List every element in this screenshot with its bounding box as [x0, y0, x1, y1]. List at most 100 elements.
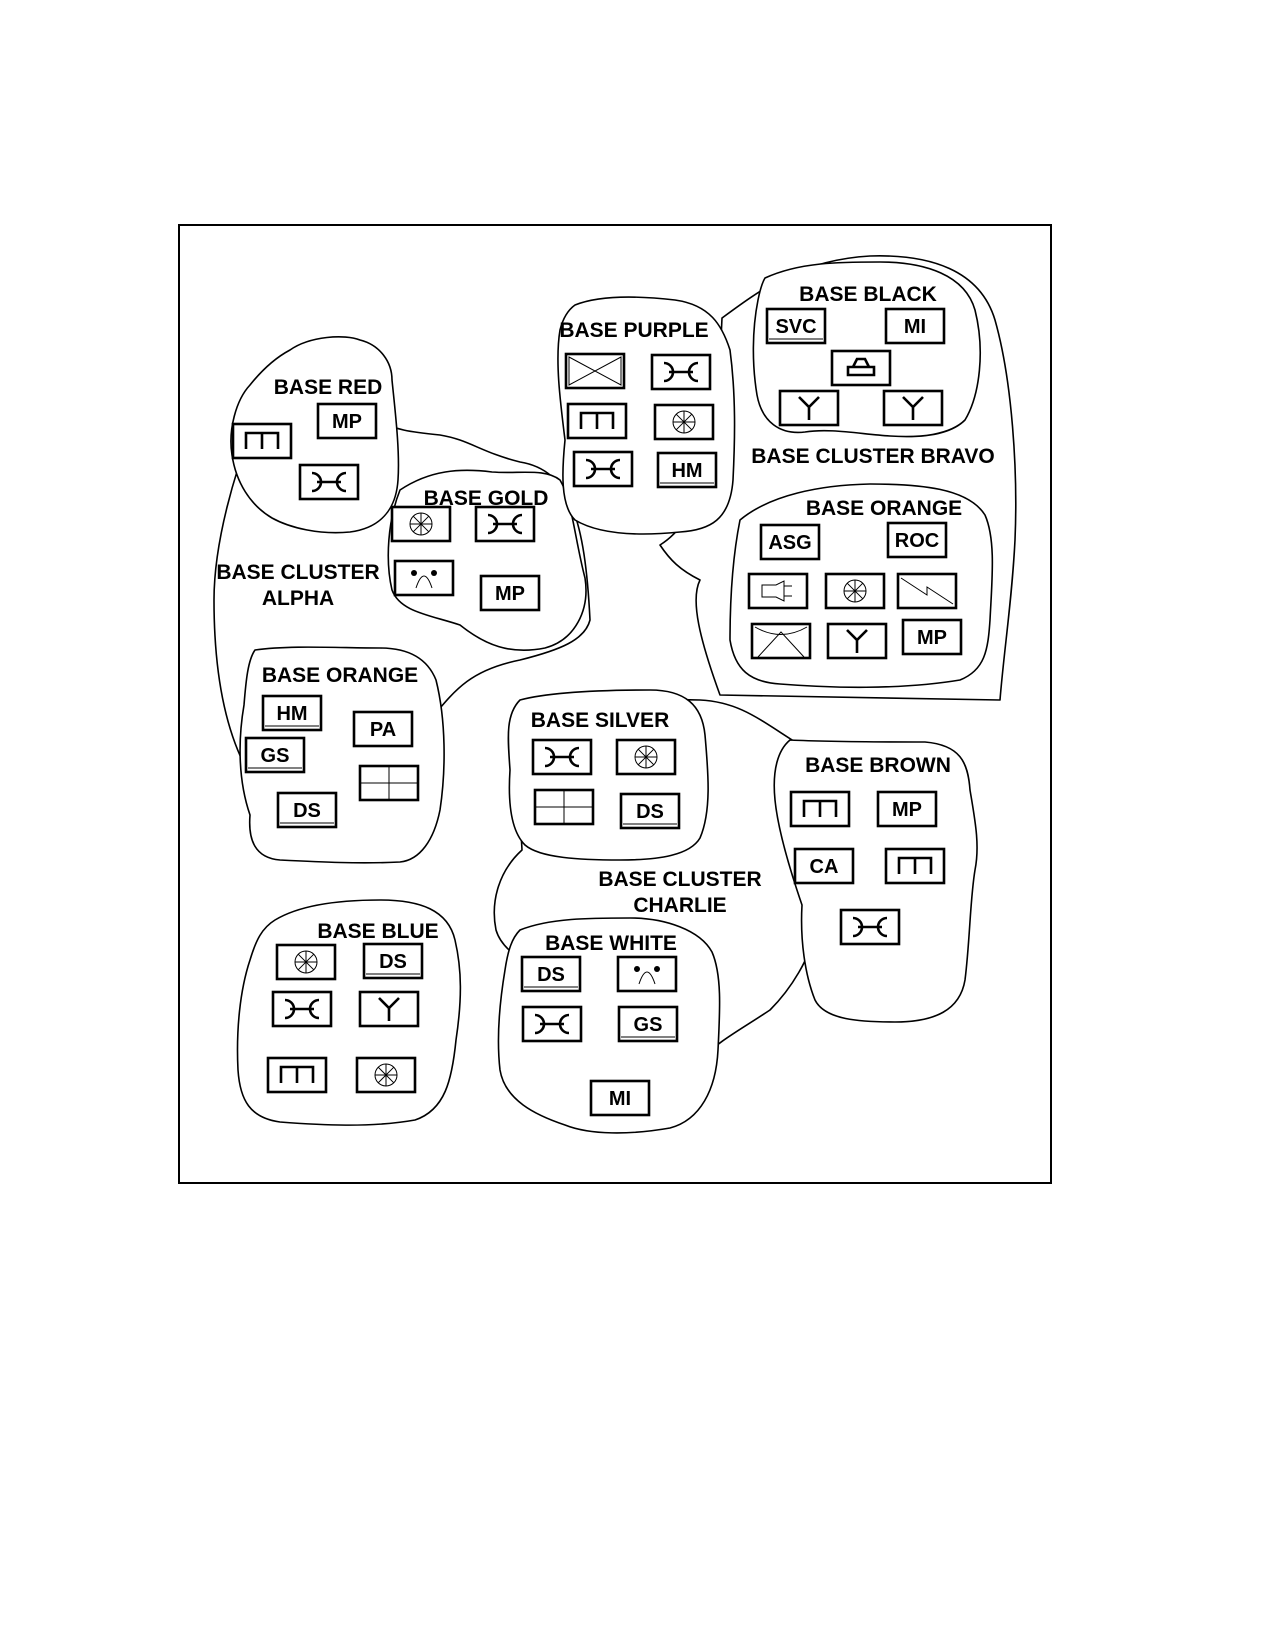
cluster-alpha-label-line1: BASE CLUSTER [216, 561, 379, 584]
engineer-icon [279, 1065, 315, 1083]
cluster-bravo-label: BASE CLUSTER BRAVO [751, 445, 994, 468]
unit-box [617, 1005, 679, 1043]
unit-label: DS [293, 800, 321, 822]
unit-orange_bravo-7: MP [901, 618, 963, 656]
unit-box [479, 574, 541, 612]
medical-spokes-icon [375, 1064, 397, 1086]
plug-icon [761, 580, 792, 602]
engineer-icon [579, 411, 615, 429]
unit-box [266, 1056, 328, 1094]
unit-box [352, 710, 414, 748]
unit-orange_bravo-5 [750, 622, 812, 660]
unit-purple-5: HM [656, 451, 718, 489]
unit-box [750, 622, 812, 660]
unit-label: HM [276, 703, 307, 725]
chemical-dot-icon [654, 966, 660, 972]
chemical-icon [415, 575, 433, 589]
base-white-label: BASE WHITE [545, 932, 677, 955]
unit-box [619, 792, 681, 830]
unit-orange_alpha-1: PA [352, 710, 414, 748]
airborne-icon [754, 626, 808, 658]
unit-orange_alpha-4: DS [276, 791, 338, 829]
unit-brown-2: CA [793, 847, 855, 885]
unit-label: MP [495, 583, 525, 605]
medical-spokes-icon [295, 951, 317, 973]
unit-black-2 [830, 349, 892, 387]
medical-spokes-icon [635, 746, 657, 768]
unit-blue-3 [358, 990, 420, 1028]
unit-box [793, 847, 855, 885]
unit-box [261, 694, 323, 732]
unit-brown-4 [839, 908, 901, 946]
unit-orange_alpha-0: HM [261, 694, 323, 732]
unit-blue-0 [275, 943, 337, 981]
chemical-dot-icon [411, 570, 417, 576]
unit-red-0 [231, 422, 293, 460]
maintenance-icon [585, 458, 621, 480]
unit-label: MI [904, 316, 926, 338]
unit-box [901, 618, 963, 656]
unit-box [759, 523, 821, 561]
unit-silver-2 [533, 788, 595, 826]
unit-label: CA [810, 856, 839, 878]
base-gold-label: BASE GOLD [424, 487, 549, 510]
base-brown-label: BASE BROWN [805, 754, 951, 777]
unit-purple-3 [653, 403, 715, 441]
unit-white-3: GS [617, 1005, 679, 1043]
unit-blue-2 [271, 990, 333, 1028]
maintenance-icon [663, 361, 699, 383]
unit-box [886, 521, 948, 559]
unit-blue-1: DS [362, 942, 424, 980]
base-blue-label: BASE BLUE [317, 920, 438, 943]
unit-red-1: MP [316, 402, 378, 440]
unit-white-4: MI [589, 1079, 651, 1117]
grid-icon [535, 790, 593, 824]
cluster-charlie-label-line2: CHARLIE [633, 894, 726, 917]
antenna-icon [378, 997, 400, 1021]
unit-box [393, 559, 455, 597]
unit-orange_bravo-0: ASG [759, 523, 821, 561]
hourglass-icon [568, 356, 622, 386]
unit-orange_bravo-1: ROC [886, 521, 948, 559]
unit-silver-3: DS [619, 792, 681, 830]
unit-box [362, 942, 424, 980]
unit-label: DS [636, 801, 664, 823]
unit-box [276, 791, 338, 829]
maintenance-icon [544, 746, 580, 768]
unit-purple-4 [572, 450, 634, 488]
unit-gold-2 [393, 559, 455, 597]
medical-spokes-icon [844, 580, 866, 602]
unit-purple-0 [564, 352, 626, 390]
unit-label: MP [332, 411, 362, 433]
unit-silver-0 [531, 738, 593, 776]
unit-label: ROC [895, 530, 939, 552]
medical-spokes-icon [410, 513, 432, 535]
unit-brown-3 [884, 847, 946, 885]
maintenance-icon [852, 916, 888, 938]
unit-white-0: DS [520, 955, 582, 993]
unit-white-1 [616, 955, 678, 993]
chemical-dot-icon [431, 570, 437, 576]
base-purple-label: BASE PURPLE [559, 319, 708, 342]
unit-box [747, 572, 809, 610]
unit-box [244, 736, 306, 774]
cluster-charlie-label-line1: BASE CLUSTER [598, 868, 761, 891]
unit-orange_alpha-3 [358, 764, 420, 802]
engineer-icon [802, 799, 838, 817]
maintenance-icon [534, 1013, 570, 1035]
cluster-alpha-label-line2: ALPHA [262, 587, 334, 610]
unit-label: SVC [775, 316, 816, 338]
medical-spokes-icon [673, 411, 695, 433]
unit-orange_alpha-2: GS [244, 736, 306, 774]
unit-black-0: SVC [765, 307, 827, 345]
unit-white-2 [521, 1005, 583, 1043]
unit-orange_bravo-3 [824, 572, 886, 610]
antenna-icon [902, 396, 924, 420]
unit-gold-1 [474, 505, 536, 543]
unit-box [765, 307, 827, 345]
unit-orange_bravo-2 [747, 572, 809, 610]
unit-orange_bravo-4 [896, 572, 958, 610]
unit-box [520, 955, 582, 993]
